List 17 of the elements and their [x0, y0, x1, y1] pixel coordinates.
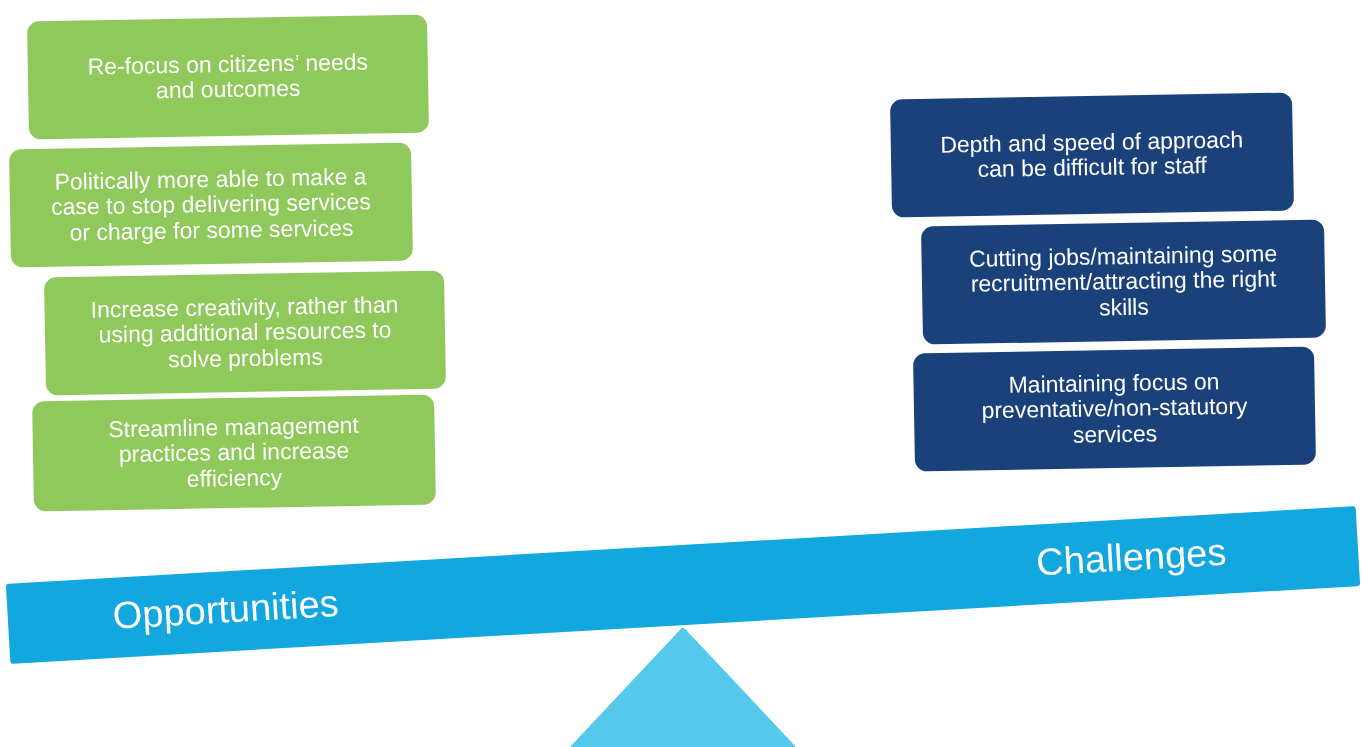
side-label: Opportunities: [111, 581, 340, 638]
fulcrum-triangle: [570, 627, 796, 747]
statement-text: Cutting jobs/maintaining some recruitment/attracting the right skills: [967, 241, 1279, 323]
statement-box: [44, 270, 446, 396]
statement-text: Increase creativity, rather than using additional resources to solve problems: [89, 292, 400, 374]
statement-text: Streamline management practices and increase efficiency: [107, 412, 361, 494]
statement-box: [27, 14, 429, 140]
statement-text: Re-focus on citizens’ needs and outcomes: [86, 48, 370, 106]
statement-text: Politically more able to make a case to stop delivering services or charge for some services: [49, 164, 372, 246]
statement-box: [913, 346, 1316, 472]
statement-box: [32, 394, 436, 512]
side-label: Challenges: [1035, 530, 1228, 585]
statement-text: Maintaining focus on preventative/non-statutory services: [980, 368, 1249, 450]
statement-box: [890, 92, 1294, 218]
statement-box: [9, 142, 413, 268]
statement-text: Depth and speed of approach can be difficult for staff: [939, 126, 1245, 184]
statement-box: [921, 219, 1326, 345]
